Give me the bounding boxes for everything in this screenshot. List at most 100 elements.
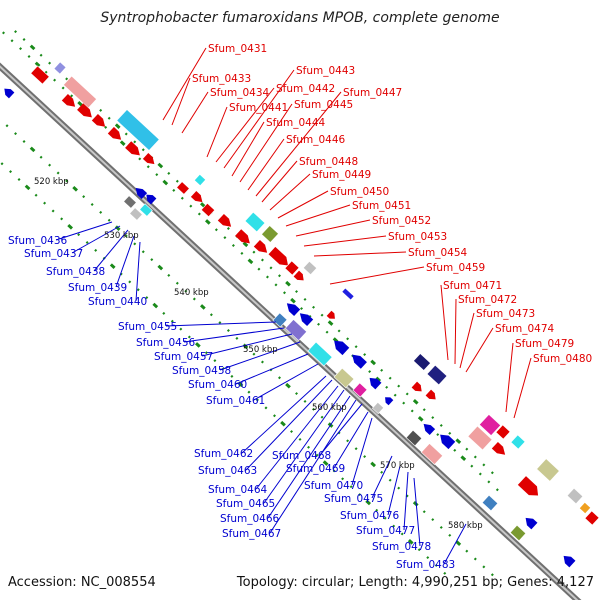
forward-gene-label[interactable]: Sfum_0452 xyxy=(372,215,431,227)
tick-outer-far xyxy=(167,171,171,175)
reverse-gene-label[interactable]: Sfum_0467 xyxy=(222,528,281,540)
forward-gene-label[interactable]: Sfum_0448 xyxy=(299,156,358,168)
reverse-feature xyxy=(509,524,527,542)
tick-inner xyxy=(56,171,60,175)
reverse-gene-leader xyxy=(267,395,351,519)
forward-feature xyxy=(217,213,232,227)
forward-gene-label[interactable]: Sfum_0454 xyxy=(408,247,468,259)
reverse-gene-label[interactable]: Sfum_0463 xyxy=(198,465,257,477)
forward-gene-label[interactable]: Sfum_0459 xyxy=(426,262,485,274)
map-title: Syntrophobacter fumaroxidans MPOB, compl… xyxy=(100,10,499,26)
tick-inner xyxy=(490,573,494,577)
reverse-gene-label[interactable]: Sfum_0469 xyxy=(286,463,345,475)
tick-inner-far xyxy=(358,493,362,497)
tick-inner xyxy=(431,518,435,522)
forward-feature xyxy=(268,246,289,266)
forward-gene-label[interactable]: Sfum_0447 xyxy=(343,87,402,99)
reverse-gene-label[interactable]: Sfum_0475 xyxy=(324,493,383,505)
forward-gene-label[interactable]: Sfum_0473 xyxy=(476,308,535,320)
forward-gene-leader xyxy=(181,91,209,134)
reverse-gene-label[interactable]: Sfum_0483 xyxy=(396,559,455,571)
tick-inner xyxy=(363,455,367,459)
tick-outer xyxy=(274,283,278,287)
reverse-gene-label[interactable]: Sfum_0464 xyxy=(208,484,268,496)
forward-gene-label[interactable]: Sfum_0431 xyxy=(208,43,267,55)
forward-feature xyxy=(193,173,207,187)
tick-outer-far xyxy=(380,368,384,372)
tick-outer xyxy=(393,393,397,397)
tick-inner-far xyxy=(77,233,81,237)
tick-outer-far xyxy=(337,329,341,333)
tick-inner-far xyxy=(67,223,73,230)
tick-inner-far xyxy=(365,499,372,506)
reverse-gene-label[interactable]: Sfum_0461 xyxy=(206,395,265,407)
reverse-feature xyxy=(146,194,157,205)
forward-gene-label[interactable]: Sfum_0446 xyxy=(286,134,346,146)
forward-feature xyxy=(63,75,97,109)
tick-inner-far xyxy=(152,302,159,309)
forward-gene-label[interactable]: Sfum_0453 xyxy=(388,231,447,243)
tick-outer xyxy=(436,433,440,437)
forward-gene-label[interactable]: Sfum_0472 xyxy=(458,294,517,306)
tick-inner xyxy=(184,289,188,293)
reverse-gene-label[interactable]: Sfum_0439 xyxy=(68,282,127,294)
forward-gene-label[interactable]: Sfum_0443 xyxy=(296,65,355,77)
reverse-gene-label[interactable]: Sfum_0455 xyxy=(118,321,177,333)
reverse-gene-leader xyxy=(165,321,277,327)
reverse-gene-label[interactable]: Sfum_0466 xyxy=(220,513,280,525)
reverse-gene-label[interactable]: Sfum_0436 xyxy=(8,235,68,247)
reverse-feature xyxy=(423,423,436,436)
reverse-gene-label[interactable]: Sfum_0460 xyxy=(188,379,247,391)
forward-gene-leader xyxy=(459,312,475,369)
forward-gene-label[interactable]: Sfum_0479 xyxy=(515,338,574,350)
reverse-gene-label[interactable]: Sfum_0456 xyxy=(136,337,196,349)
reverse-gene-label[interactable]: Sfum_0462 xyxy=(194,448,253,460)
reverse-gene-label[interactable]: Sfum_0458 xyxy=(172,365,231,377)
forward-gene-leader xyxy=(231,121,265,177)
reverse-feature xyxy=(371,401,385,415)
tick-outer-far xyxy=(412,399,419,405)
forward-gene-label[interactable]: Sfum_0471 xyxy=(443,280,502,292)
forward-gene-label[interactable]: Sfum_0450 xyxy=(330,186,389,198)
reverse-gene-label[interactable]: Sfum_0440 xyxy=(88,296,147,308)
tick-inner-far xyxy=(332,469,336,473)
forward-gene-label[interactable]: Sfum_0474 xyxy=(495,323,555,335)
forward-gene-label[interactable]: Sfum_0451 xyxy=(352,200,411,212)
forward-gene-leader xyxy=(247,138,285,191)
forward-gene-label[interactable]: Sfum_0480 xyxy=(533,353,592,365)
forward-gene-leader xyxy=(303,235,387,247)
tick-outer xyxy=(460,455,467,462)
tick-inner xyxy=(235,336,239,340)
reverse-gene-label[interactable]: Sfum_0477 xyxy=(356,525,415,537)
forward-gene-leader xyxy=(329,266,425,285)
forward-feature xyxy=(77,103,92,118)
forward-gene-label[interactable]: Sfum_0441 xyxy=(229,102,288,114)
forward-feature xyxy=(30,65,50,85)
tick-outer-far xyxy=(252,250,256,254)
reverse-gene-label[interactable]: Sfum_0465 xyxy=(216,498,275,510)
reverse-gene-leader xyxy=(241,375,327,454)
reverse-gene-label[interactable]: Sfum_0438 xyxy=(46,266,105,278)
forward-gene-label[interactable]: Sfum_0442 xyxy=(276,83,335,95)
reverse-gene-leader xyxy=(413,477,421,547)
reverse-gene-label[interactable]: Sfum_0478 xyxy=(372,541,431,553)
tick-inner-far xyxy=(315,453,319,457)
forward-gene-label[interactable]: Sfum_0445 xyxy=(294,99,353,111)
reverse-gene-label[interactable]: Sfum_0470 xyxy=(304,480,363,492)
forward-feature xyxy=(176,181,190,195)
forward-gene-label[interactable]: Sfum_0433 xyxy=(192,73,251,85)
forward-gene-label[interactable]: Sfum_0434 xyxy=(210,87,270,99)
forward-feature xyxy=(190,190,203,203)
reverse-gene-label[interactable]: Sfum_0468 xyxy=(272,450,331,462)
tick-inner-far xyxy=(34,193,38,197)
forward-gene-label[interactable]: Sfum_0444 xyxy=(266,117,326,129)
reverse-gene-leader xyxy=(245,379,333,471)
tick-outer xyxy=(205,219,211,225)
reverse-gene-label[interactable]: Sfum_0476 xyxy=(340,510,400,522)
reverse-gene-label[interactable]: Sfum_0437 xyxy=(24,248,83,260)
forward-gene-label[interactable]: Sfum_0449 xyxy=(312,169,371,181)
reverse-gene-leader xyxy=(443,523,467,565)
tick-outer xyxy=(34,61,41,68)
reverse-gene-label[interactable]: Sfum_0457 xyxy=(154,351,213,363)
tick-outer xyxy=(283,291,286,295)
